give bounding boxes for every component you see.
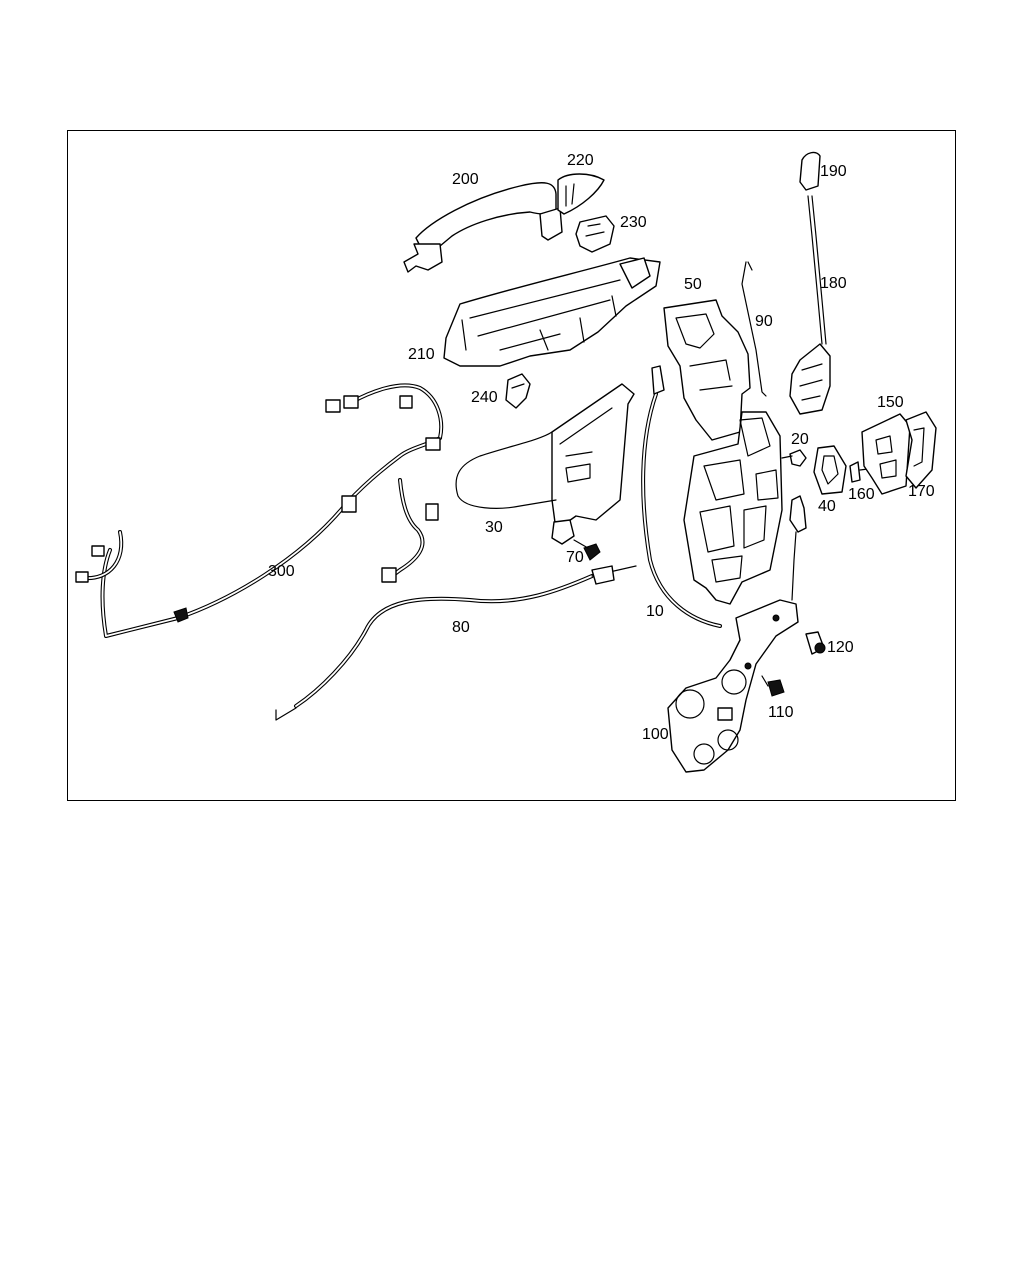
- label-part-190: 190: [820, 163, 847, 180]
- label-part-30: 30: [485, 519, 503, 536]
- diagram-frame: [67, 130, 956, 801]
- part-50-housing: [663, 299, 751, 441]
- label-part-20: 20: [791, 431, 809, 448]
- label-part-200: 200: [452, 171, 479, 188]
- part-10-cable: [641, 365, 722, 628]
- label-part-210: 210: [408, 346, 435, 363]
- label-part-240: 240: [471, 389, 498, 406]
- part-70-bolt: [573, 539, 601, 561]
- part-230-lock-cylinder: [575, 215, 615, 253]
- part-20-pin: [781, 449, 807, 467]
- label-part-110: 110: [768, 704, 794, 721]
- label-part-90: 90: [755, 313, 773, 330]
- label-part-50: 50: [684, 276, 702, 293]
- part-210-handle-carrier: [443, 257, 661, 367]
- label-part-230: 230: [620, 214, 647, 231]
- label-part-150: 150: [877, 394, 904, 411]
- door-lock-body: [683, 411, 783, 605]
- label-part-170: 170: [908, 483, 935, 500]
- label-part-40: 40: [818, 498, 836, 515]
- label-part-120: 120: [827, 639, 854, 656]
- label-part-70: 70: [566, 549, 584, 566]
- label-part-180: 180: [820, 275, 847, 292]
- part-240-clip: [505, 373, 531, 409]
- label-part-80: 80: [452, 619, 470, 636]
- part-190-knob: [799, 151, 821, 191]
- label-part-100: 100: [642, 726, 669, 743]
- label-part-220: 220: [567, 152, 594, 169]
- part-180-cable: [789, 195, 831, 415]
- label-part-160: 160: [848, 486, 875, 503]
- part-300-wiring-harness: [75, 383, 444, 638]
- part-40-bracket: [813, 445, 847, 495]
- part-150-striker: [861, 413, 911, 495]
- rod-end: [789, 495, 807, 601]
- part-90-rod: [741, 261, 767, 397]
- label-part-10: 10: [646, 603, 664, 620]
- part-100-bracket: [667, 599, 799, 773]
- part-220-end-cap: [557, 173, 605, 215]
- part-110-bolt: [761, 675, 785, 697]
- part-80-bowden-cable: [275, 565, 637, 721]
- part-120-bolt: [805, 631, 826, 655]
- part-170-gasket: [905, 411, 937, 489]
- part-30-cover-plate: [455, 383, 635, 545]
- part-200-door-handle: [403, 182, 563, 273]
- label-part-300: 300: [268, 563, 295, 580]
